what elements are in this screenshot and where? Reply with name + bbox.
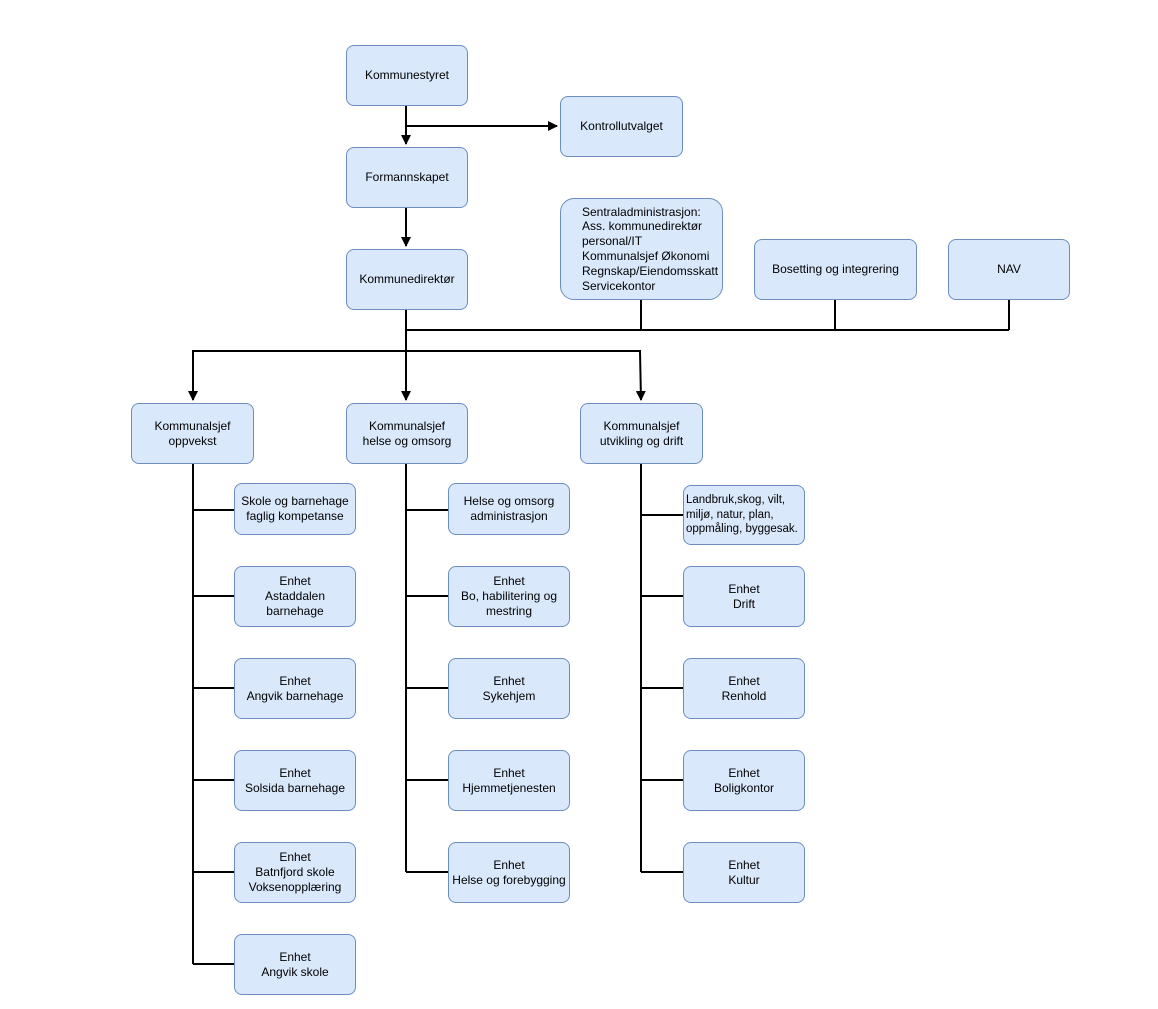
node-kommunalsjef-helse-omsorg: Kommunalsjef helse og omsorg xyxy=(346,403,468,464)
node-kommunedirektor: Kommunedirektør xyxy=(346,249,468,310)
node-nav: NAV xyxy=(948,239,1070,300)
unit-drift: Enhet Drift xyxy=(683,566,805,627)
unit-bo-habilitering-mestring: Enhet Bo, habilitering og mestring xyxy=(448,566,570,627)
node-sentraladministrasjon: Sentraladministrasjon: Ass. kommunedirek… xyxy=(560,198,723,300)
unit-helse-omsorg-administrasjon: Helse og omsorg administrasjon xyxy=(448,483,570,535)
node-kommunalsjef-oppvekst: Kommunalsjef oppvekst xyxy=(131,403,254,464)
node-kontrollutvalget: Kontrollutvalget xyxy=(560,96,683,157)
unit-angvik-skole: Enhet Angvik skole xyxy=(234,934,356,995)
unit-boligkontor: Enhet Boligkontor xyxy=(683,750,805,811)
unit-astaddalen-barnehage: Enhet Astaddalen barnehage xyxy=(234,566,356,627)
node-formannskapet: Formannskapet xyxy=(346,147,468,208)
connector-division-left xyxy=(188,350,406,401)
node-bosetting-integrering: Bosetting og integrering xyxy=(754,239,917,300)
unit-sykehjem: Enhet Sykehjem xyxy=(448,658,570,719)
node-kommunestyret: Kommunestyret xyxy=(346,45,468,106)
node-kommunalsjef-utvikling-drift: Kommunalsjef utvikling og drift xyxy=(580,403,703,464)
unit-landbruk-plan-byggesak: Landbruk,skog, vilt, miljø, natur, plan,… xyxy=(683,485,805,545)
unit-hjemmetjenesten: Enhet Hjemmetjenesten xyxy=(448,750,570,811)
unit-solsida-barnehage: Enhet Solsida barnehage xyxy=(234,750,356,811)
connector-division-right xyxy=(406,350,646,401)
unit-angvik-barnehage: Enhet Angvik barnehage xyxy=(234,658,356,719)
unit-batnfjord-skole: Enhet Batnfjord skole Voksenopplæring xyxy=(234,842,356,903)
unit-helse-forebygging: Enhet Helse og forebygging xyxy=(448,842,570,903)
unit-kultur: Enhet Kultur xyxy=(683,842,805,903)
unit-renhold: Enhet Renhold xyxy=(683,658,805,719)
unit-skole-barnehage-kompetanse: Skole og barnehage faglig kompetanse xyxy=(234,483,356,535)
